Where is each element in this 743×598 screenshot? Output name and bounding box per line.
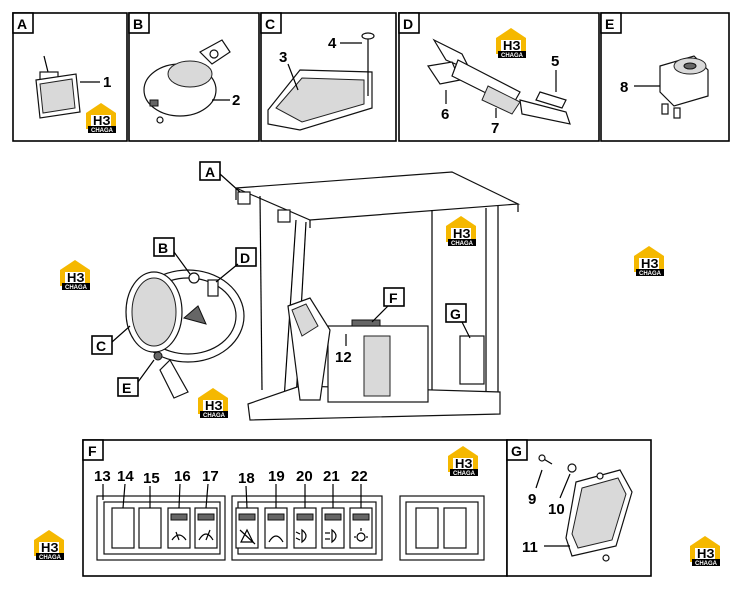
svg-text:7: 7 [491, 120, 499, 137]
svg-text:22: 22 [351, 468, 368, 485]
svg-text:B: B [158, 240, 168, 256]
watermark-logo: НЗ CHAGA [446, 216, 476, 247]
watermark-logo: НЗ CHAGA [448, 446, 478, 477]
svg-text:CHAGA: CHAGA [203, 413, 226, 419]
callout-f: F [371, 287, 405, 323]
svg-text:CHAGA: CHAGA [65, 285, 88, 291]
switch-14 [111, 507, 135, 549]
svg-text:НЗ: НЗ [455, 456, 473, 471]
watermark-logo: НЗ CHAGA [86, 103, 116, 134]
svg-text:НЗ: НЗ [93, 113, 111, 128]
svg-text:CHAGA: CHAGA [501, 53, 524, 59]
svg-text:F: F [88, 443, 97, 459]
watermark-logo: НЗ CHAGA [60, 260, 90, 291]
callout-e: E [117, 359, 155, 397]
callout-b: B [153, 237, 191, 275]
panel-e: E 8 [600, 12, 730, 142]
svg-text:НЗ: НЗ [41, 540, 59, 555]
svg-text:НЗ: НЗ [697, 546, 715, 561]
panel-b: B 2 [128, 12, 260, 142]
svg-text:CHAGA: CHAGA [451, 241, 474, 247]
work-light-icon [267, 513, 285, 543]
low-beam-icon [295, 513, 314, 544]
svg-text:18: 18 [238, 470, 255, 487]
svg-text:НЗ: НЗ [205, 398, 223, 413]
svg-text:11: 11 [522, 539, 538, 556]
svg-text:E: E [122, 380, 131, 396]
svg-text:8: 8 [620, 79, 628, 96]
watermark-logo: НЗ CHAGA [690, 536, 720, 567]
switch-labels: 13 14 15 16 17 18 19 20 21 22 [94, 468, 368, 509]
watermark-logo: НЗ CHAGA [496, 28, 526, 59]
panel-g: G 9 10 11 [506, 439, 652, 577]
beacon-off-icon [238, 513, 256, 545]
ignition-switch [143, 39, 231, 124]
power-socket [659, 55, 709, 119]
svg-text:E: E [605, 16, 614, 32]
svg-text:21: 21 [323, 468, 340, 485]
svg-text:12: 12 [335, 349, 352, 366]
svg-text:D: D [240, 250, 250, 266]
svg-text:16: 16 [174, 468, 191, 485]
svg-text:A: A [205, 164, 215, 180]
svg-text:5: 5 [551, 53, 559, 70]
svg-text:НЗ: НЗ [453, 226, 471, 241]
high-beam-icon [324, 513, 342, 544]
switch-blank [443, 507, 467, 549]
callout-g: G [445, 303, 471, 339]
watermark-logo: НЗ CHAGA [198, 388, 228, 419]
svg-text:CHAGA: CHAGA [695, 561, 718, 567]
svg-text:1: 1 [103, 74, 111, 91]
steering-wheel [125, 269, 245, 399]
svg-text:19: 19 [268, 468, 285, 485]
svg-text:CHAGA: CHAGA [91, 128, 114, 134]
svg-text:CHAGA: CHAGA [453, 471, 476, 477]
watermark-logo: НЗ CHAGA [34, 530, 64, 561]
svg-text:G: G [450, 306, 461, 322]
svg-text:D: D [403, 16, 413, 32]
svg-text:A: A [17, 16, 27, 32]
svg-text:20: 20 [296, 468, 313, 485]
callout-a: A [199, 161, 241, 193]
svg-text:3: 3 [279, 49, 287, 66]
cab-overview [235, 171, 521, 421]
svg-text:17: 17 [202, 468, 219, 485]
wiper-rear-icon [170, 513, 188, 541]
switch-blank [415, 507, 439, 549]
svg-text:CHAGA: CHAGA [639, 271, 662, 277]
svg-text:НЗ: НЗ [503, 38, 521, 53]
steering-column-switch [426, 38, 571, 125]
callout-d: D [215, 247, 257, 283]
control-module [538, 454, 633, 562]
svg-text:4: 4 [328, 35, 337, 52]
svg-text:C: C [265, 16, 275, 32]
hazard-icon [352, 513, 370, 542]
panel-a: A 1 НЗ CHAGA [12, 12, 128, 142]
svg-text:10: 10 [548, 501, 565, 518]
panel-f: F [82, 439, 508, 577]
watermark-logo: НЗ CHAGA [634, 246, 664, 277]
svg-text:G: G [511, 443, 522, 459]
svg-text:F: F [389, 290, 398, 306]
svg-text:14: 14 [117, 468, 134, 485]
svg-text:B: B [133, 16, 143, 32]
svg-text:C: C [96, 338, 106, 354]
svg-text:15: 15 [143, 470, 160, 487]
svg-text:9: 9 [528, 491, 536, 508]
svg-text:2: 2 [232, 92, 240, 109]
panel-c: C 3 4 [260, 12, 397, 142]
svg-text:НЗ: НЗ [67, 270, 85, 285]
svg-text:CHAGA: CHAGA [39, 555, 62, 561]
svg-text:6: 6 [441, 106, 449, 123]
wiper-front-icon [197, 513, 215, 541]
callout-c: C [91, 325, 131, 355]
display-unit [35, 55, 81, 119]
svg-text:13: 13 [94, 468, 111, 485]
switch-15 [138, 507, 162, 549]
panel-d: D НЗ CHAGA 5 6 7 [398, 12, 600, 142]
svg-text:НЗ: НЗ [641, 256, 659, 271]
